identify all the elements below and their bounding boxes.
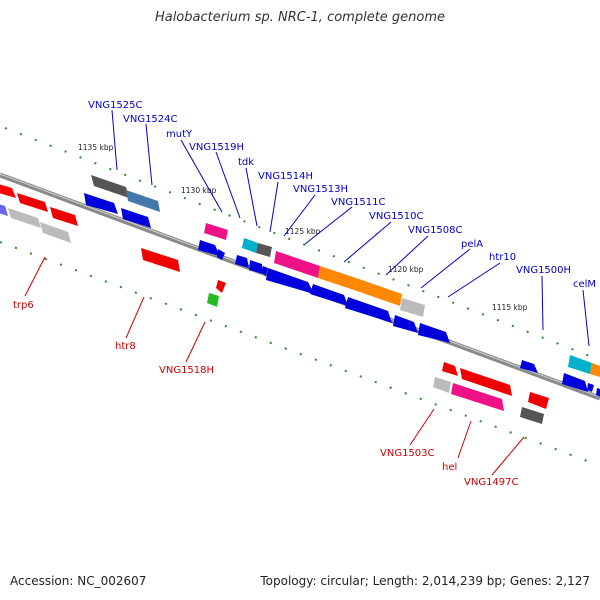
gene-block	[126, 190, 160, 212]
gene-block	[216, 280, 226, 293]
gene-block	[393, 315, 418, 333]
gene-block	[141, 248, 180, 272]
gene-block	[0, 184, 16, 198]
tick-track-inner	[0, 241, 591, 463]
gene-block	[235, 255, 249, 268]
gene-label: htr10	[489, 252, 516, 263]
gene-block	[451, 383, 504, 411]
kbp-label: 1120 kbp	[388, 265, 424, 274]
top-leader-lines	[111, 109, 590, 347]
gene-label: VNG1514H	[258, 171, 313, 182]
gene-block	[204, 223, 228, 240]
gene-block	[0, 204, 8, 216]
gene-block	[520, 407, 544, 424]
gene-block	[266, 268, 314, 294]
gene-label: VNG1508C	[408, 225, 463, 236]
gene-block	[84, 193, 118, 214]
gene-block	[460, 368, 512, 396]
kbp-label: 1135 kbp	[78, 143, 114, 152]
gene-block	[217, 249, 225, 260]
gene-block	[50, 207, 78, 226]
gene-block	[354, 278, 402, 306]
gene-label: trp6	[13, 300, 34, 311]
gene-block	[274, 251, 320, 278]
gene-label: VNG1519H	[189, 142, 244, 153]
gene-block	[17, 193, 48, 212]
gene-label: VNG1513H	[293, 184, 348, 195]
gene-block	[121, 208, 151, 228]
gene-label: VNG1503C	[380, 448, 435, 459]
gene-block	[318, 266, 356, 290]
gene-block	[91, 175, 129, 198]
gene-block	[256, 243, 272, 257]
gene-blocks-lower	[141, 248, 549, 424]
kbp-label: 1130 kbp	[181, 186, 217, 195]
gene-block	[242, 238, 258, 253]
gene-block	[568, 355, 592, 374]
gene-block	[442, 362, 458, 376]
gene-label: VNG1524C	[123, 114, 178, 125]
gene-block	[400, 298, 425, 317]
gene-block	[262, 266, 268, 276]
gene-block	[433, 377, 451, 393]
kbp-labels: 1135 kbp 1130 kbp 1125 kbp 1120 kbp 1115…	[78, 143, 528, 312]
gene-label: VNG1510C	[369, 211, 424, 222]
accession-text: Accession: NC_002607	[10, 574, 147, 588]
gene-label: htr8	[115, 341, 136, 352]
gene-block	[596, 388, 600, 397]
gene-label: VNG1518H	[159, 365, 214, 376]
gene-block	[587, 383, 594, 392]
gene-blocks-upper	[0, 175, 600, 397]
gene-label: VNG1525C	[88, 100, 143, 111]
gene-block	[249, 260, 263, 274]
gene-block	[345, 297, 392, 323]
map-title: Halobacterium sp. NRC-1, complete genome	[154, 10, 446, 25]
gene-block	[310, 284, 348, 306]
gene-label: pelA	[461, 239, 483, 250]
topology-text: Topology: circular; Length: 2,014,239 bp…	[260, 574, 590, 588]
gene-label: VNG1500H	[516, 265, 571, 276]
gene-label: celM	[573, 279, 596, 290]
gene-label: VNG1511C	[331, 197, 386, 208]
gene-block	[8, 208, 41, 228]
gene-block	[418, 323, 450, 343]
top-gene-labels: VNG1525C VNG1524C mutY VNG1519H tdk VNG1…	[88, 100, 596, 290]
gene-block	[40, 222, 71, 243]
gene-block	[562, 373, 588, 392]
bottom-leader-lines	[24, 256, 525, 476]
gene-block	[198, 240, 220, 256]
kbp-label: 1115 kbp	[492, 303, 528, 312]
gene-block	[207, 293, 219, 307]
gene-label: tdk	[238, 157, 254, 168]
gene-block	[590, 363, 600, 377]
bottom-gene-labels: trp6 htr8 VNG1518H VNG1503C hel VNG1497C	[13, 300, 519, 488]
kbp-label: 1125 kbp	[285, 227, 321, 236]
gene-label: hel	[442, 462, 457, 473]
gene-block	[520, 360, 538, 373]
gene-block	[528, 392, 549, 409]
gene-label: mutY	[166, 129, 193, 140]
gene-label: VNG1497C	[464, 477, 519, 488]
tick-track-outer	[4, 127, 600, 361]
